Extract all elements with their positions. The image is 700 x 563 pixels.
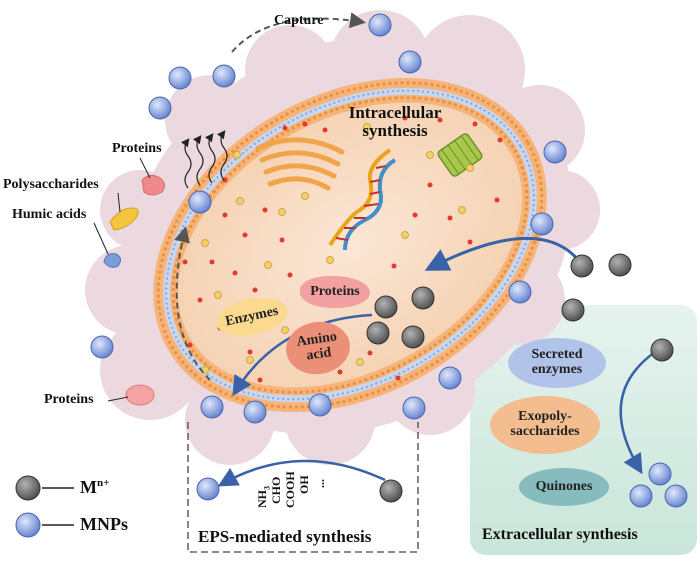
mnp <box>188 190 212 214</box>
ellipsis-label: ... <box>313 479 327 488</box>
mnp <box>398 50 422 74</box>
acid-label: acid <box>305 345 333 364</box>
capture-label: Capture <box>274 13 324 28</box>
humic-acids-blob <box>103 253 122 268</box>
mnp <box>200 395 224 419</box>
metal-ion <box>374 295 398 319</box>
metal-ion <box>401 325 425 349</box>
label-pointers <box>93 157 151 402</box>
mnp <box>402 396 426 420</box>
legend-mnps-label: MNPs <box>80 514 128 534</box>
metal-ion <box>608 253 632 277</box>
mnp <box>368 13 392 37</box>
mnp <box>148 96 172 120</box>
mnp <box>629 484 653 508</box>
metal-ion <box>411 286 435 310</box>
synthesis-label: synthesis <box>362 120 428 140</box>
eps-box <box>187 422 419 553</box>
internalization-arrow <box>174 226 211 381</box>
metal-ion <box>570 254 594 278</box>
mnp <box>508 280 532 304</box>
exopolysaccharides-blob: Exopoly- saccharides <box>490 396 600 454</box>
legend-metal-label: Mn+ <box>80 477 110 497</box>
mnp <box>308 393 332 417</box>
eps-reduction-arrow <box>217 459 386 487</box>
proteins-top-label: Proteins <box>112 141 162 156</box>
mnp <box>438 366 462 390</box>
eps-synthesis-label: EPS-mediated synthesis <box>198 527 372 546</box>
extracellular-arrow <box>619 350 656 475</box>
cooh-label: COOH <box>283 471 297 508</box>
secreted-enzymes-blob: Secreted enzymes <box>508 338 606 388</box>
uptake-arrow <box>424 237 582 271</box>
cell-dots <box>182 115 503 383</box>
mnp <box>243 400 267 424</box>
secreted-label: Secreted <box>531 347 583 363</box>
mnp <box>196 477 220 501</box>
mnp <box>168 66 192 90</box>
polysaccharides-label: Polysaccharides <box>3 177 99 192</box>
mnp <box>543 140 567 164</box>
saccharides-label: saccharides <box>510 424 580 439</box>
capture-arrow <box>231 12 366 53</box>
metal-ion <box>366 321 390 345</box>
quinones-blob: Quinones <box>519 468 609 506</box>
mnp <box>664 484 688 508</box>
enzymes2-label: enzymes <box>531 362 583 377</box>
proteins-blob: Proteins <box>300 276 370 308</box>
mnp <box>212 64 236 88</box>
proteins-membrane-top <box>141 174 166 196</box>
eps-wavy-lines <box>181 130 228 189</box>
intracellular-title: Intracellular synthesis <box>340 104 450 140</box>
polysaccharides-blob <box>109 207 139 231</box>
cho-label: CHO <box>269 476 283 504</box>
humic-acids-label: Humic acids <box>12 207 87 222</box>
legend-metal-ion <box>15 475 41 501</box>
mnp <box>90 335 114 359</box>
intracellular-label: Intracellular <box>348 103 442 122</box>
functional-groups: NH3 CHO COOH OH ... <box>255 468 346 508</box>
oh-label: OH <box>297 475 311 494</box>
extracellular-synthesis-label: Extracellular synthesis <box>482 526 638 543</box>
proteins-inner-label: Proteins <box>310 283 360 299</box>
golgi-apparatus <box>255 137 345 191</box>
mnps <box>15 13 688 538</box>
quinones-label: Quinones <box>535 478 593 494</box>
metal-ions <box>15 253 674 503</box>
legend-mnp <box>15 512 41 538</box>
mnp <box>648 462 672 486</box>
enzymes-label: Enzymes <box>224 303 280 330</box>
metal-ion <box>379 479 403 503</box>
exopoly-label: Exopoly- <box>518 409 572 425</box>
dna-icon <box>328 148 397 251</box>
mnp <box>530 212 554 236</box>
proteins-left-label: Proteins <box>44 392 94 407</box>
metal-ion <box>561 298 585 322</box>
metal-ion <box>650 338 674 362</box>
proteins-membrane-left <box>125 384 155 406</box>
